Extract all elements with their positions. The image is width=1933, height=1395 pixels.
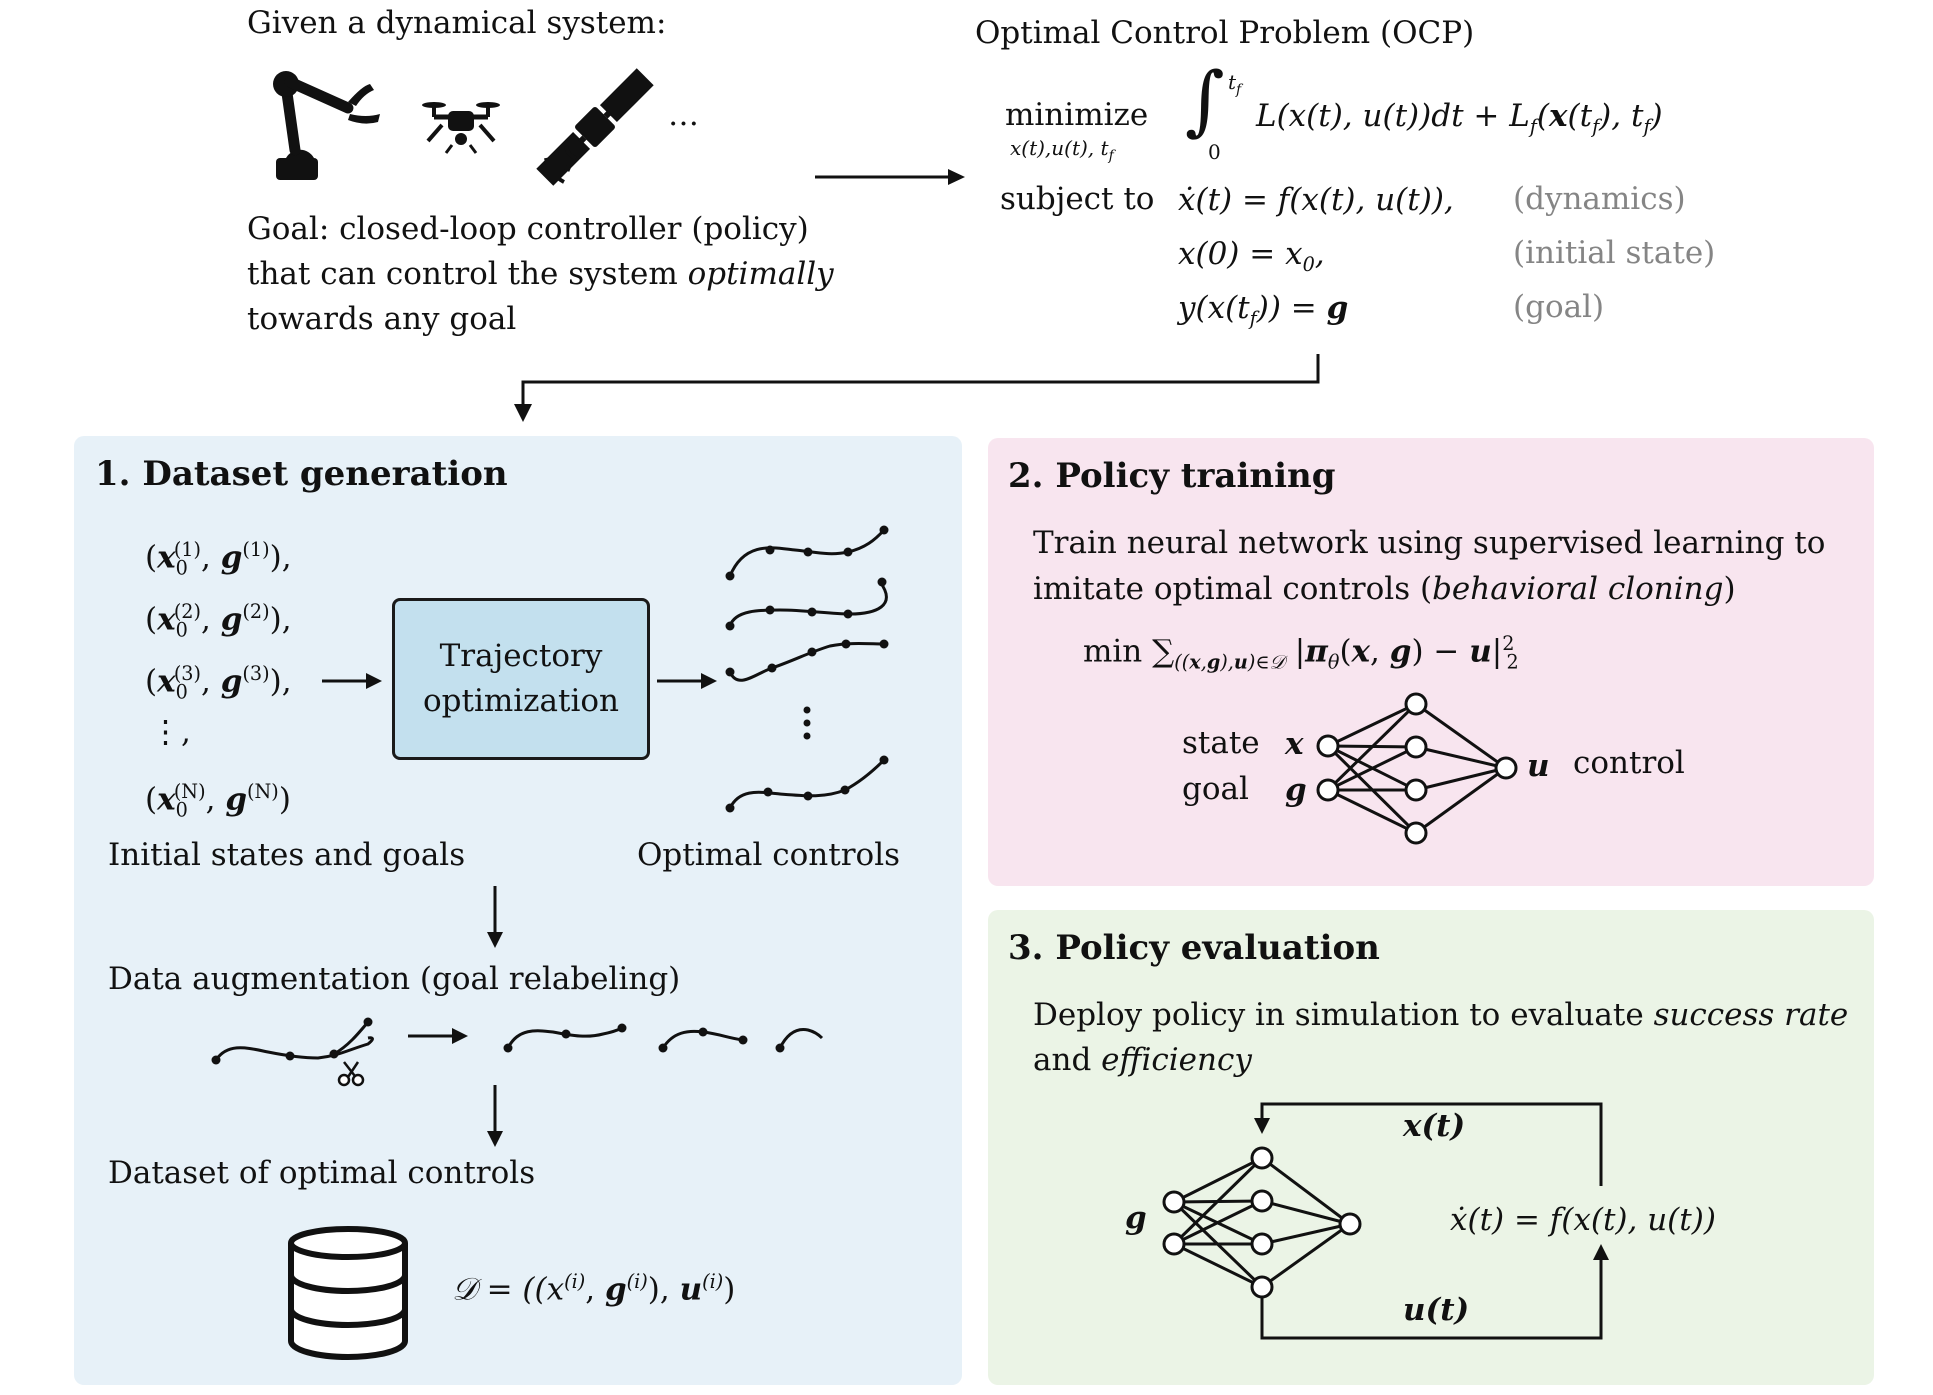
augmentation-trajectories (211, 1017, 824, 1087)
input-pair-n: (x0(N), g(N)) (145, 780, 291, 822)
ocp-cost: L(x(t), u(t))dt + Lf(x(tf), tf) (1256, 98, 1663, 139)
given-text: Given a dynamical system: (247, 5, 667, 41)
database-icon (288, 1226, 408, 1360)
evaluation-goal-input: g (1125, 1200, 1147, 1236)
evaluation-dynamics: ẋ(t) = f(x(t), u(t)) (1450, 1202, 1716, 1238)
integral-upper-limit: tf (1228, 70, 1242, 98)
outputs-label: Optimal controls (637, 837, 901, 873)
goal-symbol: g (1285, 772, 1307, 808)
policy-network-diagram (1316, 692, 1518, 845)
integral-lower-limit: 0 (1208, 140, 1221, 164)
input-pair-2: (x0(2), g(2)), (145, 600, 292, 642)
state-symbol: x (1285, 726, 1304, 762)
ocp-initial-eq: x(0) = x0, (1178, 236, 1325, 277)
input-vdots: ⋮, (150, 714, 191, 750)
policy-evaluation-title: 3. Policy evaluation (1008, 928, 1380, 968)
training-desc-line2: imitate optimal controls (behavioral clo… (1033, 571, 1736, 607)
evaluation-desc-line2: and efficiency (1033, 1042, 1252, 1078)
goal-text-line2: that can control the system optimally (247, 256, 834, 292)
dataset-label: Dataset of optimal controls (108, 1155, 536, 1191)
arrow-ocp-to-dataset (514, 354, 1320, 422)
dataset-generation-title: 1. Dataset generation (95, 454, 508, 494)
training-objective: min ∑((x,g),u)∈𝒟 |πθ(x, g) − u|22 (1083, 632, 1519, 674)
arrow-out-of-box (657, 673, 717, 689)
optimal-trajectories (725, 525, 889, 813)
policy-evaluation-panel (988, 910, 1874, 1385)
control-label: control (1573, 745, 1685, 781)
ocp-minimize-vars: x(t),u(t), tf (1010, 136, 1114, 164)
ocp-initial-label: (initial state) (1513, 235, 1716, 271)
systems-ellipsis: … (668, 97, 699, 133)
feedback-loop (1254, 1102, 1609, 1340)
augmentation-label: Data augmentation (goal relabeling) (108, 961, 681, 997)
robot-arm-icon (273, 71, 380, 180)
feedback-control: u(t) (1403, 1292, 1470, 1328)
training-desc-line1: Train neural network using supervised le… (1033, 525, 1826, 561)
evaluation-desc-line1: Deploy policy in simulation to evaluate … (1033, 997, 1849, 1033)
satellite-icon (536, 68, 654, 186)
control-symbol: u (1527, 748, 1550, 784)
ocp-dynamics-eq: ẋ(t) = f(x(t), u(t)), (1178, 182, 1454, 218)
dataset-generation-panel (74, 436, 962, 1385)
evaluation-network-diagram (1162, 1146, 1362, 1299)
ocp-dynamics-label: (dynamics) (1513, 181, 1686, 217)
ocp-goal-label: (goal) (1513, 289, 1605, 325)
goal-text-line3: towards any goal (247, 301, 517, 337)
policy-training-title: 2. Policy training (1008, 456, 1336, 496)
ocp-subject-to: subject to (1000, 181, 1155, 217)
dataset-equation: 𝒟 = ((x(i), g(i)), u(i)) (452, 1270, 736, 1308)
goal-text-line1: Goal: closed-loop controller (policy) (247, 211, 809, 247)
integral-sign: ∫ (1185, 55, 1225, 144)
drone-icon (422, 102, 500, 154)
input-pair-3: (x0(3), g(3)), (145, 662, 292, 704)
feedback-state: x(t) (1403, 1108, 1466, 1144)
goal-label: goal (1182, 771, 1249, 807)
arrow-to-ocp (815, 169, 965, 185)
inputs-label: Initial states and goals (108, 837, 466, 873)
ocp-title: Optimal Control Problem (OCP) (975, 15, 1475, 51)
ocp-goal-eq: y(x(tf)) = g (1178, 290, 1349, 331)
policy-training-panel (988, 438, 1874, 886)
input-pair-1: (x0(1), g(1)), (145, 538, 292, 580)
arrow-into-box (322, 673, 382, 689)
state-label: state (1182, 725, 1260, 761)
arrow-down-1 (487, 886, 503, 948)
arrow-down-2 (487, 1085, 503, 1147)
ocp-minimize: minimize (1005, 97, 1149, 133)
